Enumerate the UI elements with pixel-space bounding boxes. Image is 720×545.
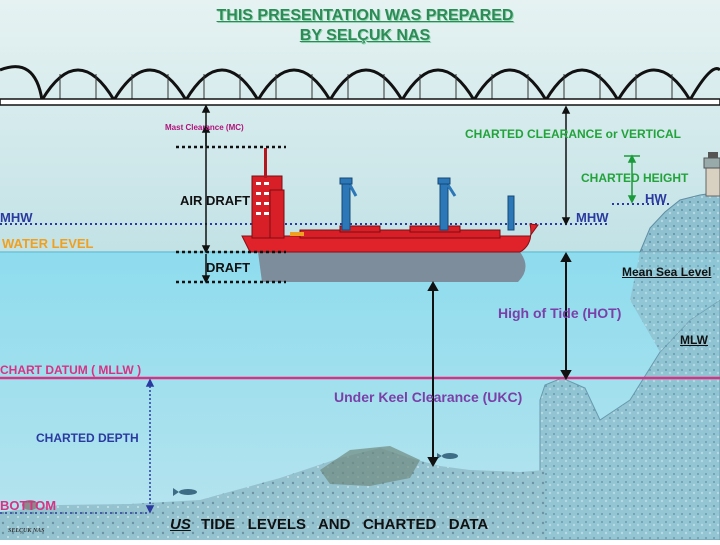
chart-datum-label: CHART DATUM ( MLLW ) <box>0 364 141 376</box>
footer-us: US <box>170 516 191 533</box>
footer-title: US TIDE LEVELS AND CHARTED DATA <box>170 517 488 532</box>
signature-label: SELÇUK NAS <box>8 528 45 534</box>
header-line-1: THIS PRESENTATION WAS PREPARED <box>0 8 720 24</box>
charted-depth-label: CHARTED DEPTH <box>36 432 139 444</box>
lighthouse <box>704 152 720 196</box>
ship-mast <box>264 148 267 178</box>
mast-clearance-label: Mast Clearance (MC) <box>165 124 244 132</box>
lifeboat <box>290 232 304 236</box>
hot-label: High of Tide (HOT) <box>498 306 621 320</box>
mlw-label: MLW <box>680 334 708 346</box>
bottom-label: BOTTOM <box>0 499 56 512</box>
charted-clearance-label: CHARTED CLEARANCE or VERTICAL <box>465 128 681 140</box>
mean-sea-level-label: Mean Sea Level <box>622 266 711 278</box>
mhw-right-label: MHW <box>576 211 609 224</box>
draft-label: DRAFT <box>206 261 250 274</box>
ship-underwater-hull <box>258 252 526 282</box>
charted-height-label: CHARTED HEIGHT <box>581 172 688 184</box>
ukc-label: Under Keel Clearance (UKC) <box>334 390 522 404</box>
mhw-left-label: MHW <box>0 211 33 224</box>
bridge-deck <box>0 99 720 105</box>
header-line-2: BY SELÇUK NAS <box>0 28 720 44</box>
air-draft-label: AIR DRAFT <box>180 194 250 207</box>
water-level-label: WATER LEVEL <box>2 237 93 250</box>
footer-rest: TIDE LEVELS AND CHARTED DATA <box>201 516 488 533</box>
hw-label: HW <box>645 192 667 205</box>
